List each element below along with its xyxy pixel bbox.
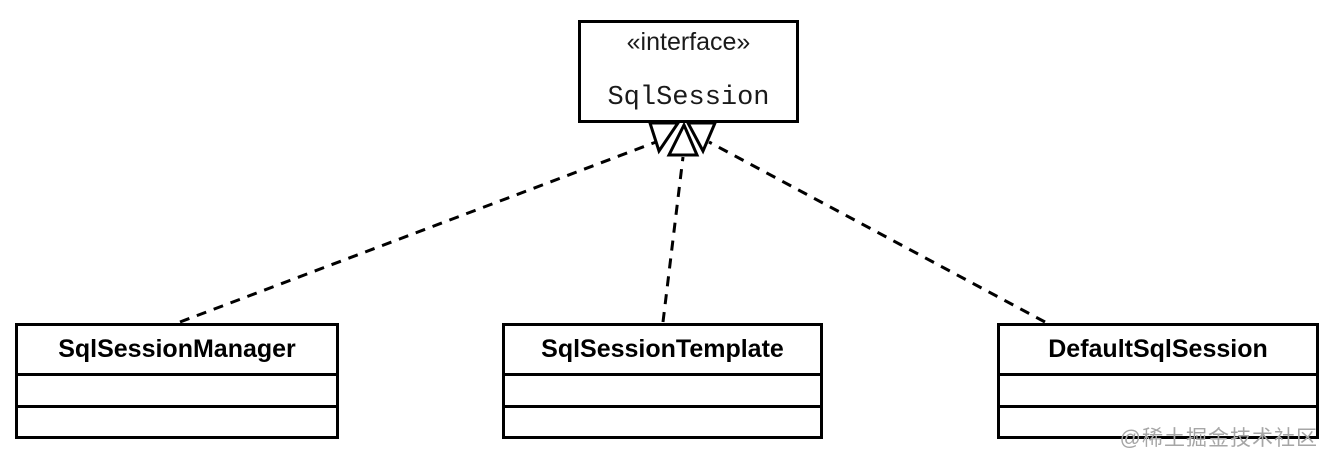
realization-arrowhead-template (666, 121, 700, 157)
class-node-sqlsessionmanager: SqlSessionManager (15, 323, 339, 439)
attributes-compartment (18, 376, 336, 408)
class-name-label: SqlSessionManager (18, 326, 336, 376)
attributes-compartment (1000, 376, 1316, 408)
interface-stereotype-label: «interface» (626, 28, 751, 56)
realization-arrowhead-default (685, 121, 718, 155)
class-node-sqlsessiontemplate: SqlSessionTemplate (502, 323, 823, 439)
attributes-compartment (505, 376, 820, 408)
class-name-label: SqlSessionTemplate (505, 326, 820, 376)
interface-name-label: SqlSession (607, 83, 770, 113)
realization-arrowhead-manager (647, 121, 681, 155)
methods-compartment (18, 408, 336, 436)
methods-compartment (505, 408, 820, 436)
interface-node-sqlsession: «interface» SqlSession (578, 20, 799, 123)
watermark: @稀土掘金技术社区 (1119, 427, 1318, 450)
class-node-defaultsqlsession: DefaultSqlSession (997, 323, 1319, 439)
realization-line-template (661, 156, 685, 323)
class-name-label: DefaultSqlSession (1000, 326, 1316, 376)
realization-line-default (708, 140, 1046, 324)
realization-line-manager (179, 140, 657, 324)
